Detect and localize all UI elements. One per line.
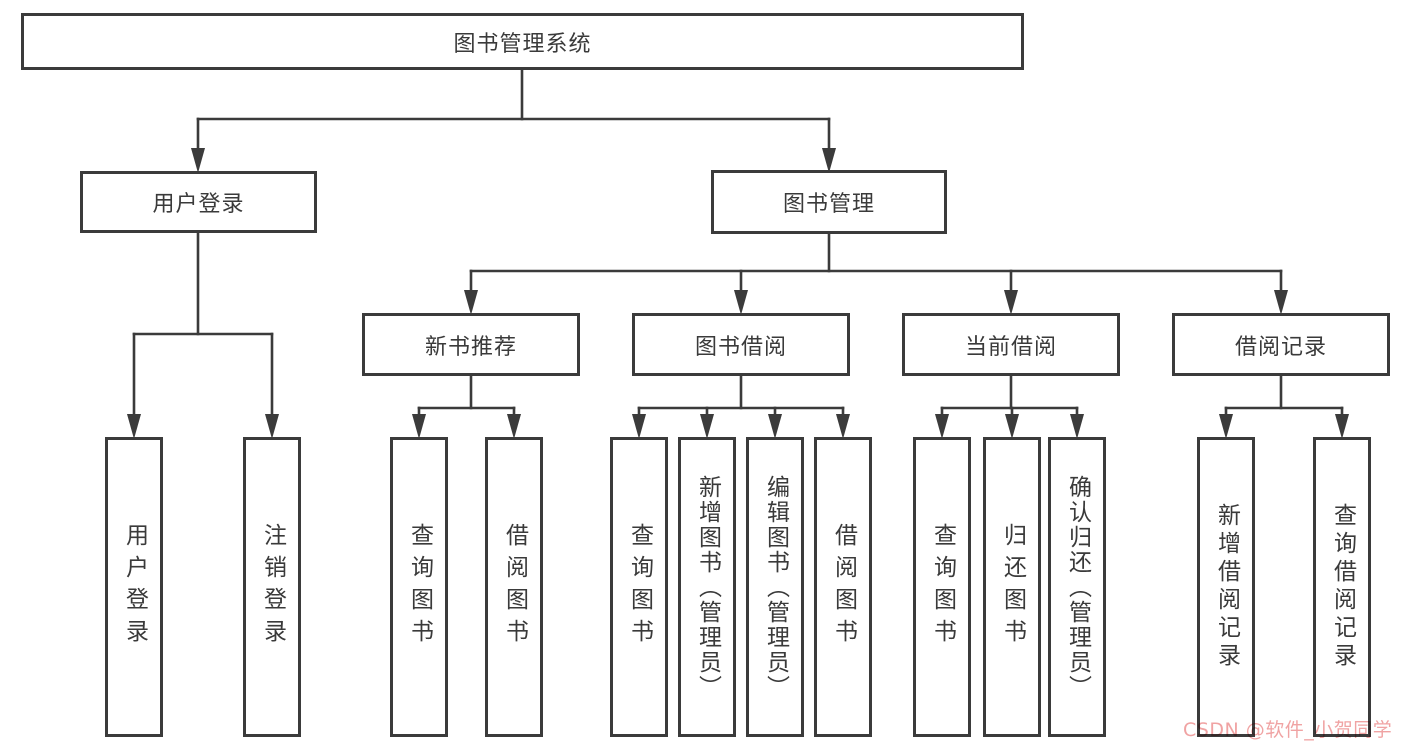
leaf-query-borrow-record: 查询借阅记录 [1313, 437, 1371, 737]
leaf-borrow-query-books: 查询图书 [610, 437, 668, 737]
leaf-recommend-borrow-books: 借阅图书 [485, 437, 543, 737]
node-new-book-recommend-label: 新书推荐 [424, 334, 517, 360]
node-user-login-label: 用户登录 [152, 192, 245, 217]
leaf-confirm-return-admin: 确认归还（管理员） [1048, 437, 1106, 737]
leaf-return-book-label: 归还图书 [999, 523, 1026, 651]
leaf-recommend-query-books: 查询图书 [390, 437, 448, 737]
leaf-edit-book-admin-label: 编辑图书（管理员） [762, 474, 789, 700]
node-user-login: 用户登录 [80, 171, 317, 233]
leaf-recommend-query-books-label: 查询图书 [406, 523, 433, 651]
leaf-query-borrow-record-label: 查询借阅记录 [1329, 503, 1356, 671]
node-new-book-recommend: 新书推荐 [362, 313, 580, 376]
node-library-system: 图书管理系统 [21, 13, 1024, 70]
leaf-borrow-query-books-label: 查询图书 [626, 523, 653, 651]
leaf-recommend-borrow-books-label: 借阅图书 [501, 523, 528, 651]
node-current-borrow: 当前借阅 [902, 313, 1120, 376]
leaf-add-borrow-record-label: 新增借阅记录 [1213, 503, 1240, 671]
leaf-current-query-books: 查询图书 [913, 437, 971, 737]
node-borrow-records: 借阅记录 [1172, 313, 1390, 376]
node-book-borrow: 图书借阅 [632, 313, 850, 376]
watermark: CSDN @软件_小贺同学 [1183, 719, 1393, 741]
leaf-add-book-admin-label: 新增图书（管理员） [694, 474, 721, 700]
leaf-logout: 注销登录 [243, 437, 301, 737]
leaf-user-login-label: 用户登录 [121, 523, 148, 651]
leaf-edit-book-admin: 编辑图书（管理员） [746, 437, 804, 737]
node-current-borrow-label: 当前借阅 [964, 334, 1057, 360]
leaf-current-query-books-label: 查询图书 [929, 523, 956, 651]
leaf-add-borrow-record: 新增借阅记录 [1197, 437, 1255, 737]
leaf-add-book-admin: 新增图书（管理员） [678, 437, 736, 737]
node-book-management: 图书管理 [711, 170, 947, 234]
node-book-management-label: 图书管理 [782, 192, 875, 217]
node-book-borrow-label: 图书借阅 [694, 334, 787, 360]
node-borrow-records-label: 借阅记录 [1234, 334, 1327, 360]
leaf-borrow-books-label: 借阅图书 [830, 523, 857, 651]
leaf-borrow-books: 借阅图书 [814, 437, 872, 737]
node-library-system-label: 图书管理系统 [453, 31, 592, 57]
leaf-user-login: 用户登录 [105, 437, 163, 737]
leaf-confirm-return-admin-label: 确认归还（管理员） [1064, 474, 1091, 700]
leaf-return-book: 归还图书 [983, 437, 1041, 737]
leaf-logout-label: 注销登录 [259, 523, 286, 651]
